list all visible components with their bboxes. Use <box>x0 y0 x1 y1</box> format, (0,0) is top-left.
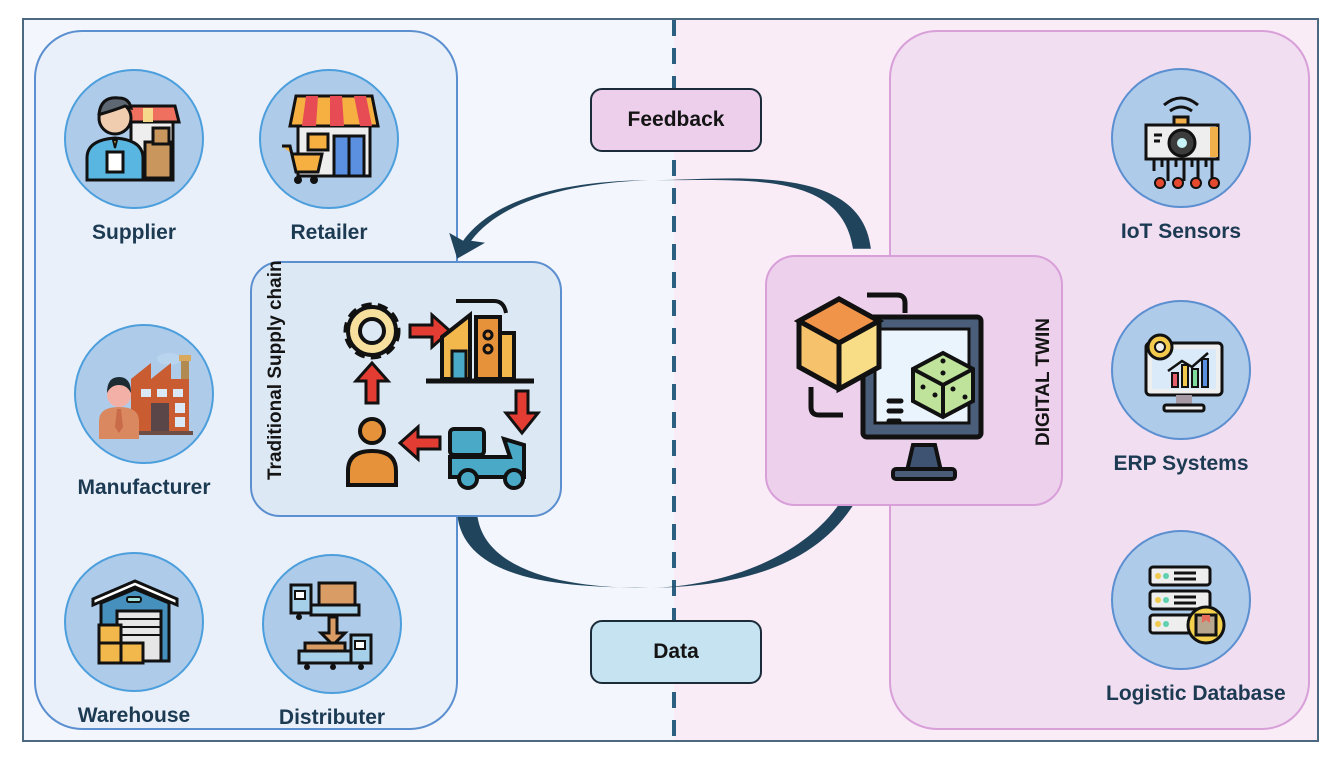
node-erp-systems: ERP Systems <box>1106 300 1256 476</box>
retail-store-cart-icon <box>259 69 399 209</box>
node-distributer: Distributer <box>257 554 407 730</box>
forklift-truck-icon <box>262 554 402 694</box>
node-manufacturer: Manufacturer <box>69 324 219 500</box>
node-label: Retailer <box>290 221 368 244</box>
node-label: Warehouse <box>77 704 191 727</box>
digital-twin-title: DIGITAL TWIN <box>1033 297 1055 467</box>
feedback-text: Feedback <box>627 108 725 131</box>
factory-worker-icon <box>74 324 214 464</box>
monitor-cube-icon <box>793 292 984 481</box>
data-text: Data <box>653 640 699 663</box>
warehouse-boxes-icon <box>64 552 204 692</box>
supply-cycle-icon <box>343 299 542 490</box>
node-label: Distributer <box>278 706 386 729</box>
node-logistic-database: Logistic Database <box>1106 530 1286 706</box>
diagram-frame: Supplier Retailer <box>22 18 1319 742</box>
digital-twin-box: DIGITAL TWIN <box>765 255 1063 506</box>
traditional-supply-chain-box: Traditional Supply chain <box>250 260 562 517</box>
node-label: Logistic Database <box>1106 682 1286 705</box>
node-label: Manufacturer <box>77 476 211 499</box>
title-text: Traditional Supply chain <box>265 260 286 480</box>
dashed-divider <box>672 20 676 740</box>
title-text: DIGITAL TWIN <box>1033 317 1054 447</box>
node-warehouse: Warehouse <box>59 552 209 728</box>
node-iot-sensors: IoT Sensors <box>1106 68 1256 244</box>
erp-monitor-chart-icon <box>1111 300 1251 440</box>
supplier-store-icon <box>64 69 204 209</box>
data-label: Data <box>590 620 762 684</box>
feedback-label: Feedback <box>590 88 762 152</box>
traditional-supply-chain-title: Traditional Supply chain <box>265 260 287 480</box>
node-label: IoT Sensors <box>1120 220 1242 243</box>
node-label: Supplier <box>91 221 176 244</box>
node-retailer: Retailer <box>254 69 404 245</box>
node-label: ERP Systems <box>1113 452 1249 475</box>
iot-sensor-camera-icon <box>1111 68 1251 208</box>
node-supplier: Supplier <box>59 69 209 245</box>
server-package-icon <box>1111 530 1251 670</box>
